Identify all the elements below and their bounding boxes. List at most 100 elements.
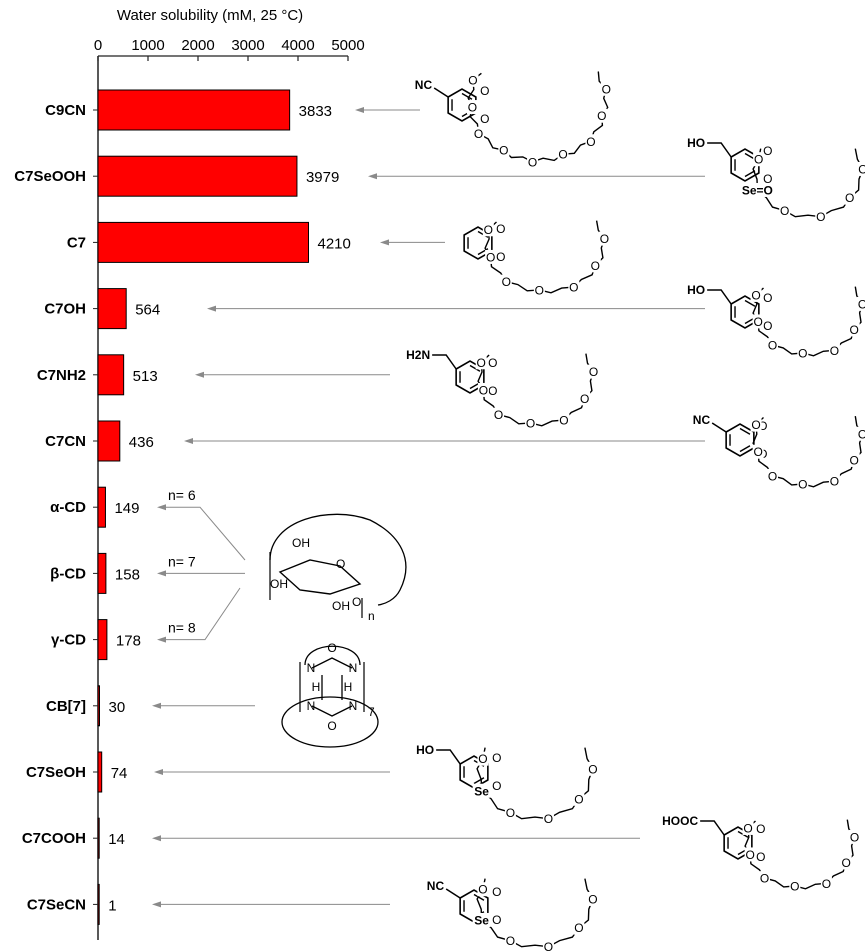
svg-text:O: O	[478, 883, 487, 897]
svg-text:H2N: H2N	[406, 348, 430, 362]
value-label: 564	[135, 302, 160, 319]
svg-text:O: O	[468, 101, 477, 115]
annotation-arrow	[380, 239, 445, 246]
svg-text:O: O	[526, 416, 535, 430]
svg-text:H: H	[344, 680, 353, 694]
axis-title: Water solubility (mM, 25 °C)	[117, 7, 303, 24]
svg-text:O: O	[492, 913, 501, 927]
svg-text:O: O	[528, 155, 537, 169]
bar	[97, 883, 100, 925]
bar	[97, 751, 103, 793]
svg-text:O: O	[574, 792, 583, 806]
bar	[97, 354, 125, 396]
svg-text:O: O	[763, 144, 772, 158]
x-tick-label: 0	[94, 37, 102, 54]
svg-text:O: O	[858, 162, 865, 176]
svg-text:O: O	[506, 934, 515, 948]
svg-text:O: O	[496, 222, 505, 236]
svg-text:O: O	[602, 82, 611, 96]
bar	[97, 420, 121, 462]
svg-text:O: O	[488, 356, 497, 370]
svg-text:O: O	[753, 315, 762, 329]
svg-text:O: O	[559, 414, 568, 428]
annotation-arrow	[368, 173, 705, 180]
svg-text:O: O	[588, 892, 597, 906]
svg-text:O: O	[535, 283, 544, 297]
svg-text:O: O	[768, 469, 777, 483]
svg-text:O: O	[763, 172, 772, 186]
annotation-arrow	[355, 107, 420, 113]
svg-text:O: O	[798, 477, 807, 491]
category-label: C9CN	[45, 102, 86, 119]
category-label: C7SeOH	[26, 764, 86, 781]
svg-text:O: O	[480, 84, 489, 98]
annotation-arrows: n= 6n= 7n= 8	[152, 107, 705, 908]
svg-text:O: O	[589, 365, 598, 379]
annotation-arrow	[184, 438, 705, 444]
svg-text:O: O	[753, 445, 762, 459]
svg-text:O: O	[822, 877, 831, 891]
svg-text:O: O	[544, 812, 553, 826]
svg-text:N: N	[349, 661, 358, 675]
value-label: 178	[116, 633, 141, 650]
bar	[97, 817, 100, 859]
category-label: CB[7]	[46, 698, 86, 715]
svg-text:O: O	[336, 557, 345, 571]
cd-connectors: n= 6n= 7n= 8	[157, 487, 246, 643]
category-label: C7	[67, 234, 86, 251]
category-label: γ-CD	[51, 632, 86, 649]
value-label: 4210	[318, 235, 351, 252]
x-tick-label: 2000	[181, 37, 214, 54]
category-label: C7OH	[44, 301, 86, 318]
x-tick-label: 5000	[331, 37, 364, 54]
value-label: 3979	[306, 169, 339, 186]
x-tick-label: 3000	[231, 37, 264, 54]
cd-n-label: n= 6	[168, 487, 196, 503]
svg-text:O: O	[492, 885, 501, 899]
svg-text:O: O	[743, 821, 752, 835]
svg-text:n: n	[368, 609, 375, 623]
svg-text:O: O	[496, 250, 505, 264]
svg-text:O: O	[574, 921, 583, 935]
svg-text:O: O	[499, 144, 508, 158]
bar	[97, 619, 108, 661]
svg-text:O: O	[580, 392, 589, 406]
svg-text:O: O	[480, 112, 489, 126]
svg-text:O: O	[492, 751, 501, 765]
svg-text:Se: Se	[474, 784, 489, 798]
cd-n-label: n= 8	[168, 620, 196, 636]
svg-text:O: O	[478, 752, 487, 766]
svg-text:O: O	[479, 383, 488, 397]
bar	[97, 89, 291, 131]
value-label: 513	[133, 368, 158, 385]
svg-text:O: O	[597, 109, 606, 123]
svg-text:O: O	[850, 830, 859, 844]
value-label: 3833	[299, 103, 332, 120]
svg-text:O: O	[845, 191, 854, 205]
svg-text:O: O	[484, 223, 493, 237]
bar	[97, 155, 298, 197]
bar	[97, 552, 107, 594]
svg-text:N: N	[307, 661, 316, 675]
category-label: C7NH2	[37, 367, 86, 384]
svg-text:O: O	[790, 880, 799, 894]
svg-text:O: O	[830, 344, 839, 358]
svg-text:O: O	[558, 148, 567, 162]
svg-text:7: 7	[368, 705, 375, 719]
category-label: C7CN	[45, 433, 86, 450]
svg-text:O: O	[841, 856, 850, 870]
value-label: 30	[109, 699, 126, 716]
category-label: C7SeOOH	[14, 168, 86, 185]
svg-text:HO: HO	[687, 283, 705, 297]
svg-text:NC: NC	[693, 413, 711, 427]
svg-text:OH: OH	[332, 599, 350, 613]
svg-text:O: O	[327, 719, 336, 733]
svg-text:O: O	[751, 288, 760, 302]
svg-text:O: O	[763, 319, 772, 333]
bar	[97, 685, 100, 727]
svg-text:O: O	[494, 408, 503, 422]
